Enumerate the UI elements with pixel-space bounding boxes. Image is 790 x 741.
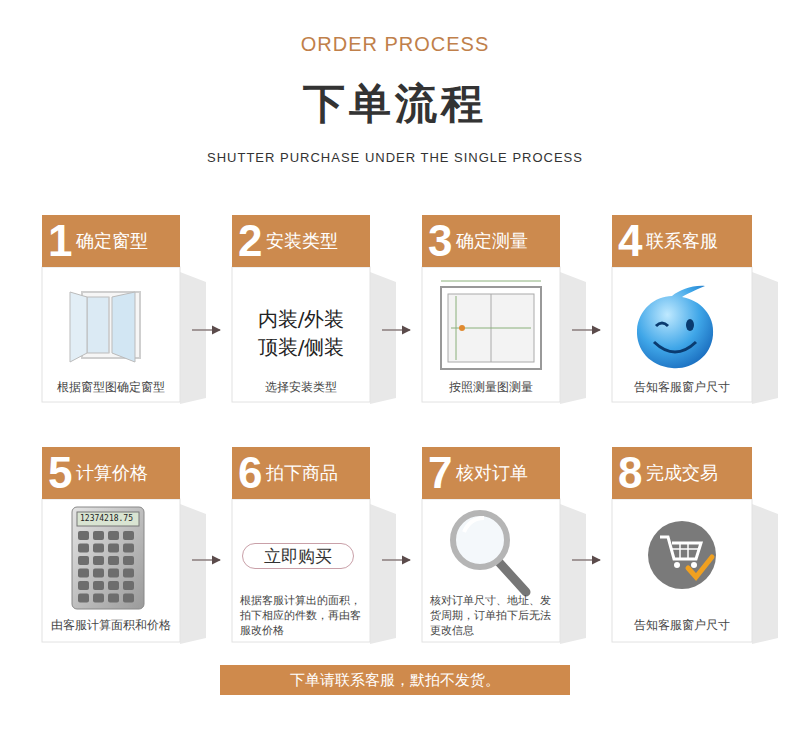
step-card: 1确定窗型根据窗型图确定窗型 [42,215,180,402]
step-arrow [572,329,600,331]
step-caption: 告知客服窗户尺寸 [616,618,748,633]
calc-key [123,556,134,565]
calc-key [123,594,134,603]
calc-key [108,544,119,553]
step-header: 1确定窗型 [42,215,180,267]
step-number: 2 [238,219,262,263]
step-header: 4联系客服 [612,215,752,267]
step-number: 5 [48,451,72,495]
window-icon [70,292,140,362]
step-title: 拍下商品 [266,464,338,482]
notice-banner: 下单请联系客服，默拍不发货。 [220,665,570,695]
step-title: 安装类型 [266,232,338,250]
calc-key [108,556,119,565]
step-header: 7核对订单 [422,447,560,499]
step-number: 6 [238,451,262,495]
calc-key [123,544,134,553]
step-number: 4 [618,219,642,263]
calculator-icon [72,507,144,609]
step-title: 核对订单 [456,464,528,482]
calc-key [108,569,119,578]
step-header: 5计算价格 [42,447,180,499]
step-caption: 选择安装类型 [236,380,366,395]
step-caption: 按照测量图测量 [426,380,556,395]
calc-key [93,531,104,540]
service-smiley [637,286,713,368]
step-header: 2安装类型 [232,215,370,267]
step-arrow [192,329,220,331]
step-number: 3 [428,219,452,263]
calc-key [93,556,104,565]
step-arrow [572,559,600,561]
calc-key [78,594,89,603]
step-caption: 核对订单尺寸、地址、发货周期，订单拍下后无法更改信息 [430,593,552,638]
calc-key [93,569,104,578]
step-title: 确定窗型 [76,232,148,250]
label-text: 12374218.75 [80,514,133,523]
label-text: ORDER PROCESS [0,33,790,56]
calc-key [78,544,89,553]
step-title: 联系客服 [646,232,718,250]
cart-icon [648,521,716,589]
step-header: 6拍下商品 [232,447,370,499]
step-number: 8 [618,451,642,495]
button-text: 立即购买 [264,545,332,568]
step-card: 8完成交易告知客服窗户尺寸 [612,447,752,642]
step-title: 确定测量 [456,232,528,250]
step-caption: 根据窗型图确定窗型 [46,380,176,395]
step-arrow [382,329,410,331]
calc-key [123,581,134,590]
step-title: 计算价格 [76,464,148,482]
card-shadows [180,272,778,644]
step-caption: 由客服计算面积和价格 [46,618,176,633]
step-caption: 根据客服计算出的面积，拍下相应的件数，再由客服改价格 [240,593,364,638]
calc-key [78,581,89,590]
step-card: 4联系客服告知客服窗户尺寸 [612,215,752,402]
banner-text: 下单请联系客服，默拍不发货。 [290,671,500,690]
step-caption: 告知客服窗户尺寸 [616,380,748,395]
buy-button: 立即购买 [242,543,354,569]
step-card: 3确定测量按照测量图测量 [422,215,560,402]
step-header: 8完成交易 [612,447,752,499]
card-bodies [42,267,752,642]
calc-key [123,531,134,540]
calc-key [108,594,119,603]
step-card: 5计算价格由客服计算面积和价格 [42,447,180,642]
label-text: SHUTTER PURCHASE UNDER THE SINGLE PROCES… [0,150,790,165]
calc-key [93,544,104,553]
calc-key [78,531,89,540]
measure-drawing [441,281,541,369]
step-title: 完成交易 [646,464,718,482]
page-title: 下单流程 [0,76,790,132]
step-header: 3确定测量 [422,215,560,267]
step-card: 6拍下商品根据客服计算出的面积，拍下相应的件数，再由客服改价格 立即购买 [232,447,370,642]
calc-key [93,594,104,603]
calc-key [78,569,89,578]
step-number: 1 [48,219,72,263]
calc-key [78,556,89,565]
step-arrow [192,559,220,561]
step-number: 7 [428,451,452,495]
calc-key [93,581,104,590]
step-card: 2安装类型内装/外装 顶装/侧装选择安装类型 [232,215,370,402]
step-arrow [382,559,410,561]
install-options: 内装/外装 顶装/侧装 [251,305,351,361]
magnifier-icon [453,513,526,592]
step-card: 7核对订单核对订单尺寸、地址、发货周期，订单拍下后无法更改信息 [422,447,560,642]
calc-key [108,531,119,540]
calc-key [123,569,134,578]
calc-key [108,581,119,590]
